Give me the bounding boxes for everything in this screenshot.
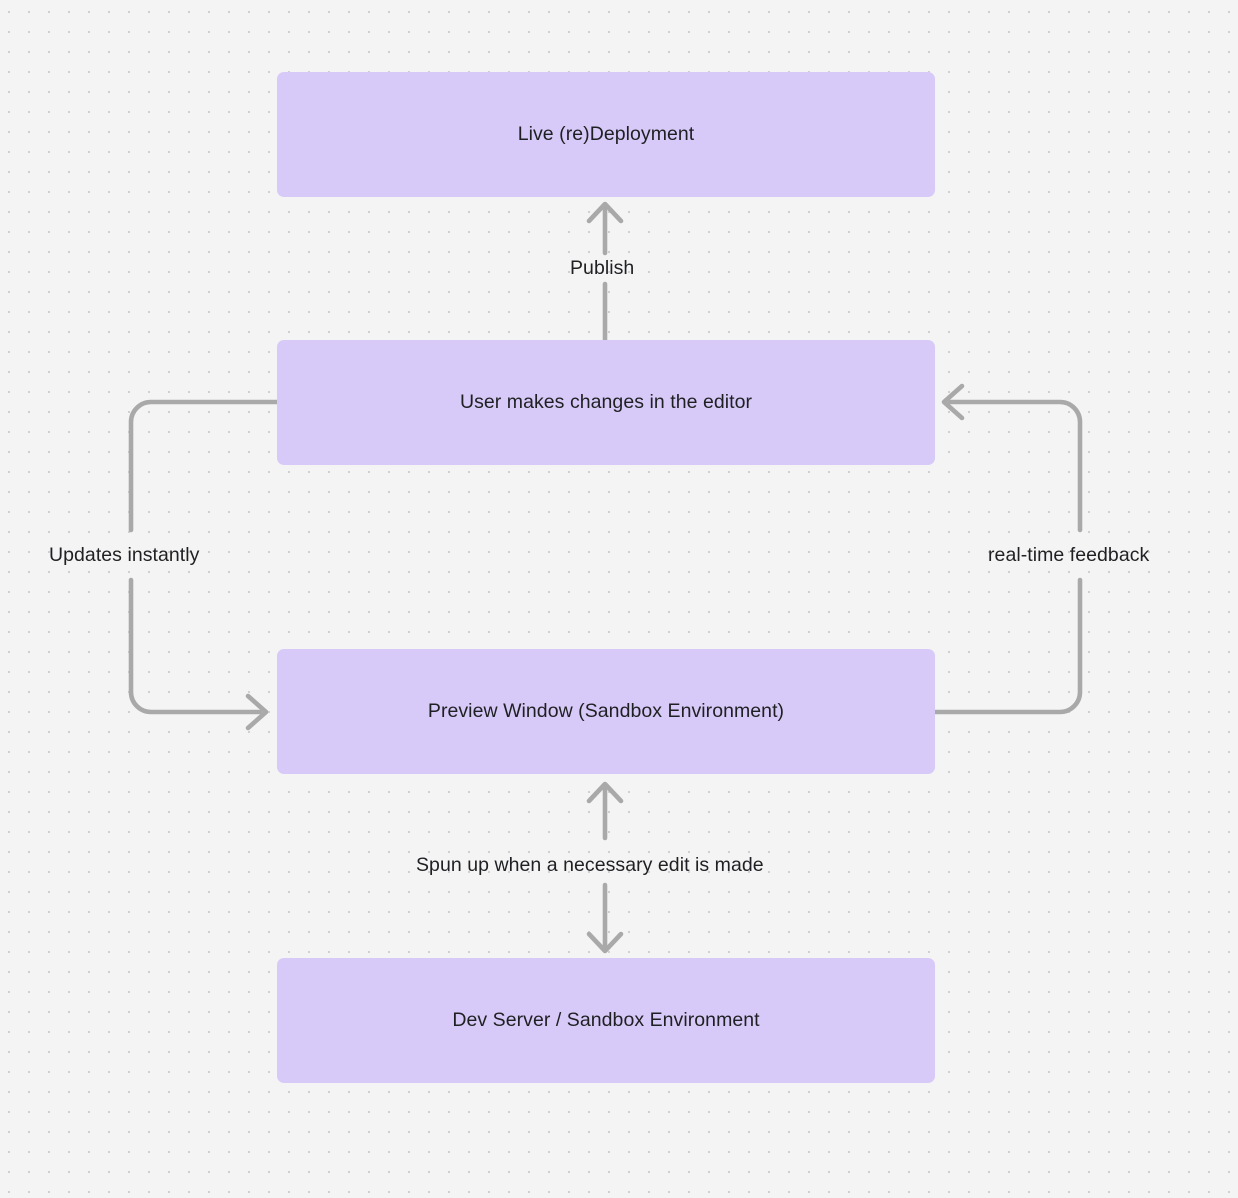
node-label: Preview Window (Sandbox Environment): [427, 700, 785, 723]
node-dev-server[interactable]: Dev Server / Sandbox Environment: [277, 958, 935, 1083]
edge-label-updates-instantly: Updates instantly: [49, 544, 200, 566]
node-live-redeployment[interactable]: Live (re)Deployment: [277, 72, 935, 197]
edge-label-real-time-feedback: real-time feedback: [988, 544, 1150, 566]
node-preview-window[interactable]: Preview Window (Sandbox Environment): [277, 649, 935, 774]
edge-label-publish: Publish: [570, 257, 635, 279]
arrowhead-right-updates: [245, 693, 269, 731]
arrowhead-up-spunup: [586, 781, 624, 804]
node-label: Dev Server / Sandbox Environment: [452, 1009, 760, 1032]
node-label: User makes changes in the editor: [459, 391, 753, 414]
node-label: Live (re)Deployment: [517, 123, 695, 146]
arrowhead-left-feedback: [941, 383, 965, 421]
arrowhead-up-publish: [586, 201, 624, 224]
edge-label-spun-up: Spun up when a necessary edit is made: [416, 854, 764, 876]
arrowhead-down-spunup: [586, 931, 624, 954]
node-user-makes-changes[interactable]: User makes changes in the editor: [277, 340, 935, 465]
